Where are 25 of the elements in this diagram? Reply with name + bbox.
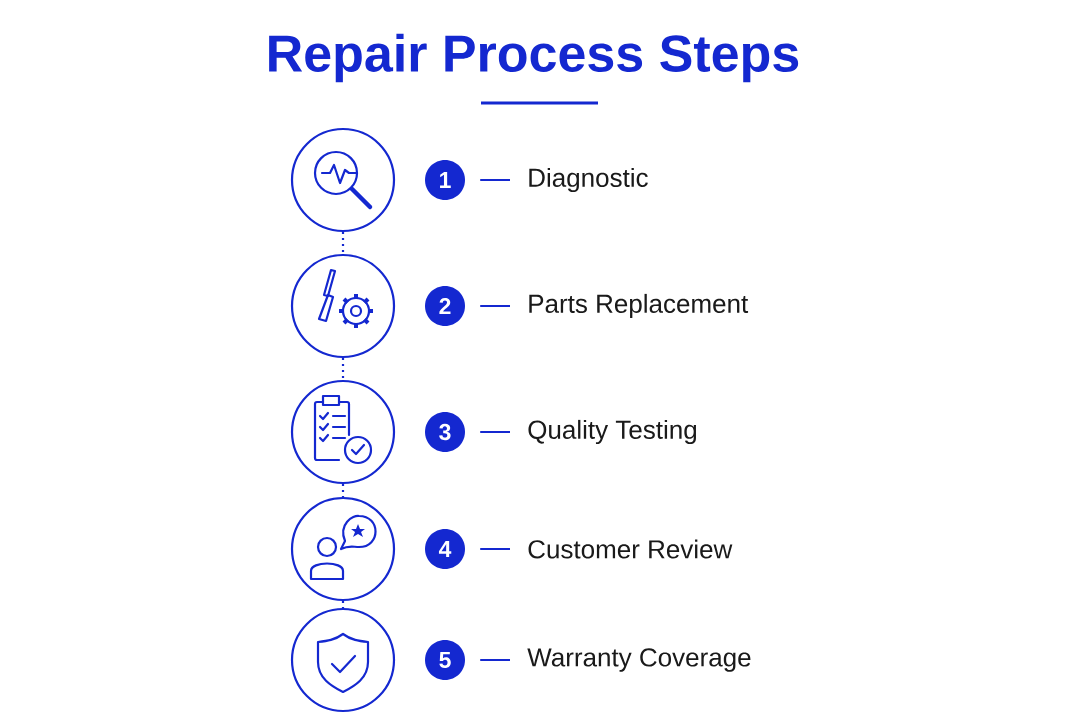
icon-circle bbox=[290, 496, 396, 602]
connector-line bbox=[341, 232, 345, 254]
connector-line bbox=[341, 601, 345, 608]
step-number: 5 bbox=[425, 640, 465, 680]
connector-line bbox=[479, 305, 511, 307]
step-number: 4 bbox=[425, 529, 465, 569]
step-label: Customer Review bbox=[528, 539, 733, 559]
icon-circle bbox=[290, 127, 396, 233]
connector-line bbox=[341, 484, 345, 497]
step-number: 1 bbox=[425, 160, 465, 200]
connector-line bbox=[479, 179, 511, 181]
step-number: 3 bbox=[425, 412, 465, 452]
connector-line bbox=[479, 431, 511, 433]
connector-line bbox=[479, 659, 511, 661]
icon-circle bbox=[290, 379, 396, 485]
title: Repair Process Steps bbox=[269, 33, 799, 83]
step-number: 2 bbox=[425, 286, 465, 326]
icon-circle bbox=[290, 607, 396, 713]
step-label: Diagnostic bbox=[529, 167, 648, 193]
step-label: Warranty Coverage bbox=[527, 648, 751, 672]
connector-line bbox=[341, 358, 345, 380]
icon-circle bbox=[290, 253, 396, 359]
connector-line bbox=[479, 548, 511, 550]
step-label: Quality Testing bbox=[528, 419, 697, 445]
step-label: Parts Replacement bbox=[529, 293, 749, 319]
